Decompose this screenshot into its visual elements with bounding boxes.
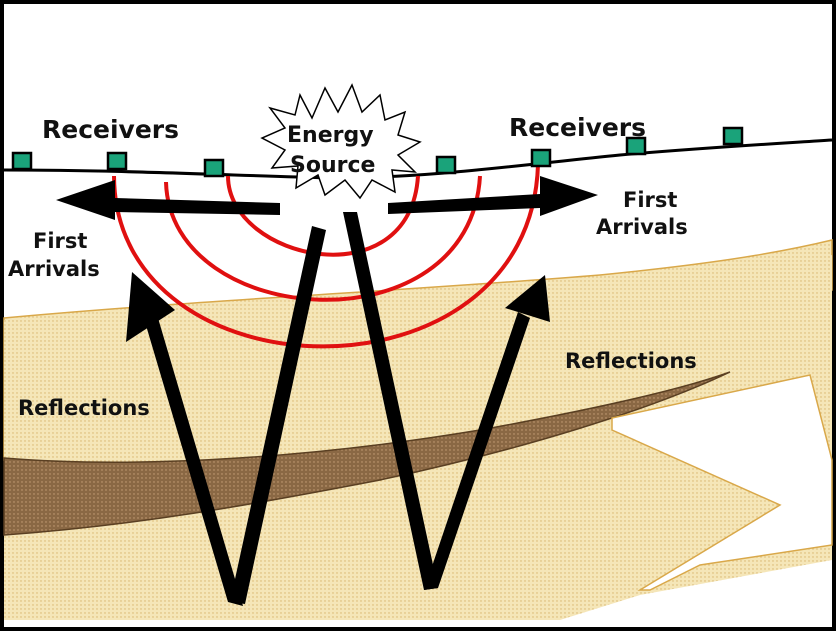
arrowhead-right-up-icon: [505, 275, 550, 322]
receivers: [11, 126, 744, 178]
receiver-1: [11, 151, 33, 171]
receiver-5: [530, 148, 552, 168]
ray-right-down: [343, 212, 438, 590]
energy-source-burst-icon: [260, 83, 422, 200]
label-receivers-left: Receivers: [42, 115, 179, 144]
label-receivers-right: Receivers: [509, 113, 646, 142]
receiver-6: [625, 136, 647, 156]
first-arrival-arrow-left-icon: [56, 180, 280, 220]
ray-left-up: [145, 318, 243, 606]
label-first-left-1: First: [33, 229, 87, 253]
brown-reflector-layer: [3, 371, 731, 536]
receiver-7: [722, 126, 744, 146]
label-first-right-2: Arrivals: [596, 215, 688, 239]
white-pocket: [611, 374, 833, 591]
label-first-right-1: First: [623, 188, 677, 212]
first-arrival-arrows: [56, 176, 598, 220]
label-reflections-left: Reflections: [18, 396, 150, 420]
wavefront-3: [112, 164, 540, 349]
receiver-3: [203, 158, 225, 178]
receiver-2: [106, 151, 128, 171]
label-source: Source: [290, 153, 375, 178]
arrowhead-left-up-icon: [126, 272, 175, 342]
label-energy: Energy: [287, 123, 374, 148]
receiver-4: [435, 155, 457, 175]
label-first-left-2: Arrivals: [8, 257, 100, 281]
ray-left-down: [230, 226, 326, 604]
first-arrival-arrow-right-icon: [388, 176, 598, 216]
wavefront-2: [164, 175, 482, 302]
ray-right-up: [424, 312, 530, 590]
reflection-rays: [126, 212, 550, 606]
label-reflections-right: Reflections: [565, 349, 697, 373]
